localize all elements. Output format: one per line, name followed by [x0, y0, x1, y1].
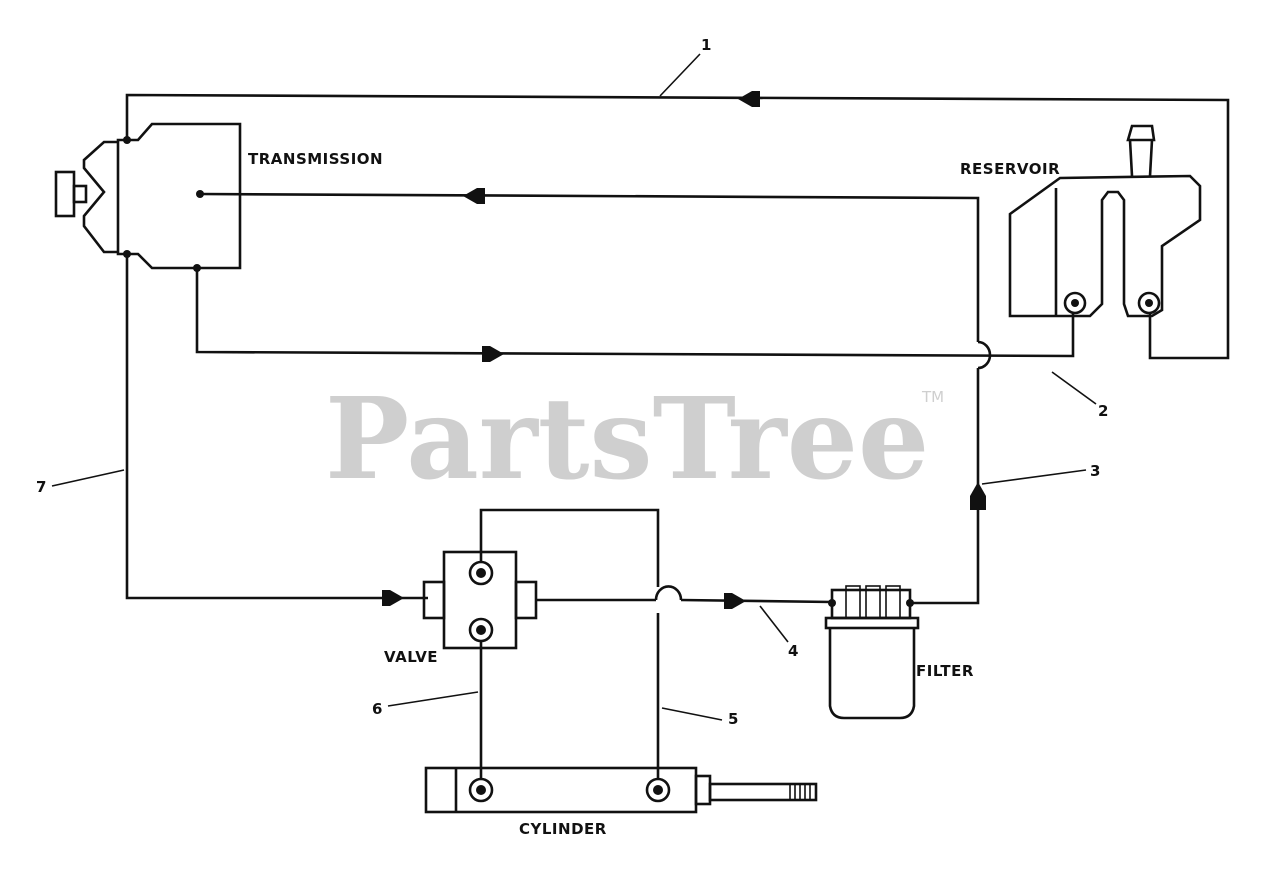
reservoir-port-left-dot — [1071, 299, 1079, 307]
filter-port-out — [906, 599, 914, 607]
leader-7 — [51, 469, 125, 487]
arrow-left-hose-1 — [738, 91, 760, 107]
cylinder-port-right-dot — [653, 785, 663, 795]
cylinder-gland — [694, 774, 712, 806]
hose-4-cont — [680, 598, 833, 604]
filter-flange — [824, 616, 920, 630]
cylinder-port-left-dot — [476, 785, 486, 795]
hose-3 — [910, 368, 980, 605]
cylinder — [424, 766, 818, 814]
callout-6: 6 — [372, 700, 382, 718]
transmission — [54, 122, 242, 272]
flow-arrows — [382, 91, 986, 609]
filter-head — [830, 588, 912, 620]
callout-2: 2 — [1098, 402, 1108, 420]
filter-canister — [828, 628, 916, 720]
transmission-port-center — [196, 190, 204, 198]
watermark-trademark: TM — [921, 388, 944, 406]
valve — [422, 550, 538, 650]
valve-spool-left — [422, 580, 446, 620]
callout-3: 3 — [1090, 462, 1100, 480]
callout-5: 5 — [728, 710, 738, 728]
reservoir — [1008, 124, 1202, 318]
watermark-text: PartsTree — [325, 374, 929, 505]
leader-2 — [1051, 371, 1097, 405]
transmission-shaft — [72, 184, 88, 204]
hose-crossover-lower — [654, 585, 683, 601]
arrow-up-hose-3 — [970, 482, 986, 510]
transmission-pulley — [82, 140, 118, 254]
leader-1 — [659, 53, 701, 97]
cylinder-rod-thread — [789, 784, 811, 800]
label-reservoir: RESERVOIR — [960, 160, 1060, 178]
label-transmission: TRANSMISSION — [248, 150, 383, 168]
hose-transmission-top — [199, 192, 980, 342]
leader-6 — [387, 691, 479, 707]
leader-4 — [759, 605, 789, 643]
callout-4: 4 — [788, 642, 798, 660]
transmission-shaft-end — [54, 170, 76, 218]
label-valve: VALVE — [384, 648, 438, 666]
transmission-port-top — [123, 136, 131, 144]
transmission-port-lower — [193, 264, 201, 272]
leader-5 — [661, 707, 723, 721]
hose-2 — [195, 268, 1075, 358]
leader-3 — [981, 469, 1087, 485]
transmission-port-bottom — [123, 250, 131, 258]
hose-7 — [125, 254, 428, 600]
watermark: PartsTree TM — [325, 374, 944, 505]
arrow-right-hose-4 — [724, 593, 746, 609]
reservoir-filler-neck — [1126, 124, 1156, 177]
valve-port-bottom-dot — [476, 625, 486, 635]
callout-7: 7 — [36, 478, 46, 496]
label-filter: FILTER — [916, 662, 974, 680]
hose-5 — [479, 508, 660, 790]
filter — [824, 585, 920, 720]
arrow-left-transmission-line — [463, 188, 485, 204]
callout-1: 1 — [701, 36, 711, 54]
valve-port-top-dot — [476, 568, 486, 578]
valve-spool-right — [514, 580, 538, 620]
arrow-right-hose-2 — [482, 346, 504, 362]
filter-port-in — [828, 599, 836, 607]
transmission-housing — [116, 122, 242, 270]
label-cylinder: CYLINDER — [519, 820, 607, 838]
reservoir-port-right-dot — [1145, 299, 1153, 307]
callouts: 1 2 3 4 5 6 7 — [36, 36, 1108, 728]
hose-1 — [125, 93, 1230, 360]
cylinder-rod — [708, 782, 818, 802]
arrow-right-hose-7 — [382, 590, 404, 606]
reservoir-tank — [1008, 174, 1202, 318]
